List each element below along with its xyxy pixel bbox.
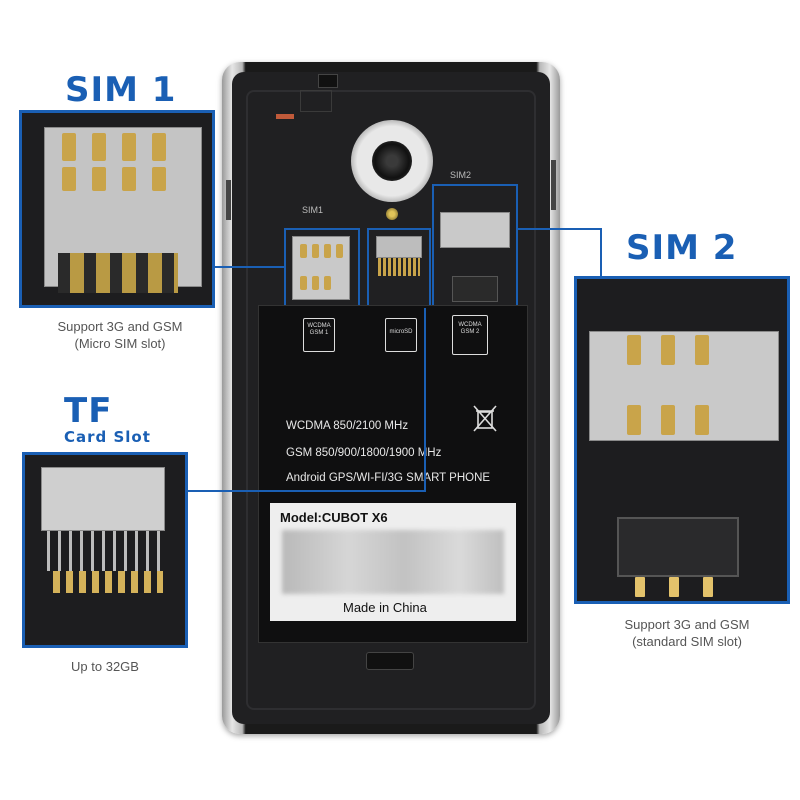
sim1-caption-line: (Micro SIM slot) — [74, 336, 166, 351]
headphone-jack — [318, 74, 338, 88]
spec-line: Android GPS/WI-FI/3G SMART PHONE — [286, 472, 491, 484]
slot-icon-gsm2: WCDMA GSM 2 — [452, 315, 488, 355]
crossed-out-bin-icon — [472, 404, 498, 434]
sim1-caption-line: Support 3G and GSM — [57, 319, 183, 334]
sim2-closeup-tray — [617, 517, 739, 577]
sim2-caption-line: Support 3G and GSM — [624, 617, 750, 632]
pin — [695, 405, 709, 435]
pin — [661, 335, 675, 365]
pin — [122, 133, 136, 161]
sim2-caption: Support 3G and GSM (standard SIM slot) — [592, 616, 782, 650]
camera-lens — [372, 141, 412, 181]
tf-title: TF — [64, 391, 113, 431]
sim2-closeup — [574, 276, 790, 604]
pin — [661, 405, 675, 435]
tf-slot — [376, 236, 422, 258]
slot-label-sim2: SIM2 — [450, 170, 472, 180]
connector-line — [516, 228, 602, 230]
sim1-title: SIM 1 — [65, 70, 177, 110]
tf-subtitle: Card Slot — [64, 428, 151, 446]
sim2-tray — [452, 276, 498, 302]
connector-line — [186, 490, 426, 492]
sim2-title: SIM 2 — [626, 228, 738, 268]
pin — [324, 244, 331, 258]
pin — [62, 167, 76, 191]
pin — [300, 244, 307, 258]
slot-label-sim1: SIM1 — [302, 205, 324, 215]
tf-caption: Up to 32GB — [71, 659, 139, 674]
pin — [312, 244, 319, 258]
connector-line — [424, 308, 426, 492]
sim2-closeup-slot — [589, 331, 779, 441]
sim2-caption-line: (standard SIM slot) — [632, 634, 742, 649]
pin — [695, 335, 709, 365]
sim1-closeup — [19, 110, 215, 308]
pin — [122, 167, 136, 191]
tf-contacts — [378, 258, 420, 276]
speaker-grille — [366, 652, 414, 670]
pin — [336, 244, 343, 258]
slot-icon-microsd: microSD — [385, 318, 417, 352]
spec-line: GSM 850/900/1800/1900 MHz — [286, 447, 442, 459]
phone-frame — [246, 90, 536, 710]
sim1-bottom-contacts — [58, 253, 178, 293]
tf-closeup-contacts — [53, 571, 163, 593]
pad — [703, 577, 713, 597]
pad — [669, 577, 679, 597]
tf-closeup-slot — [41, 467, 165, 531]
pin — [92, 133, 106, 161]
slot-icon-gsm1: WCDMA GSM 1 — [303, 318, 335, 352]
blurred-serial — [282, 530, 504, 594]
power-button — [551, 160, 556, 210]
sim1-caption: Support 3G and GSM (Micro SIM slot) — [26, 318, 214, 352]
pin — [300, 276, 307, 290]
pin — [627, 405, 641, 435]
pin — [312, 276, 319, 290]
tf-closeup-springs — [47, 531, 165, 571]
flash-icon — [386, 208, 398, 220]
tf-closeup — [22, 452, 188, 648]
pin — [627, 335, 641, 365]
spec-line: WCDMA 850/2100 MHz — [286, 420, 409, 432]
sim2-slot — [440, 212, 510, 248]
connector-line — [214, 266, 286, 268]
pin — [92, 167, 106, 191]
antenna-contact — [300, 90, 332, 112]
pin — [62, 133, 76, 161]
antenna-marker — [276, 114, 294, 119]
made-in-text: Made in China — [343, 600, 427, 615]
connector-line — [600, 228, 602, 278]
pin — [152, 167, 166, 191]
pin — [324, 276, 331, 290]
pin — [152, 133, 166, 161]
volume-button — [226, 180, 231, 220]
pad — [635, 577, 645, 597]
model-text: Model:CUBOT X6 — [280, 510, 388, 525]
